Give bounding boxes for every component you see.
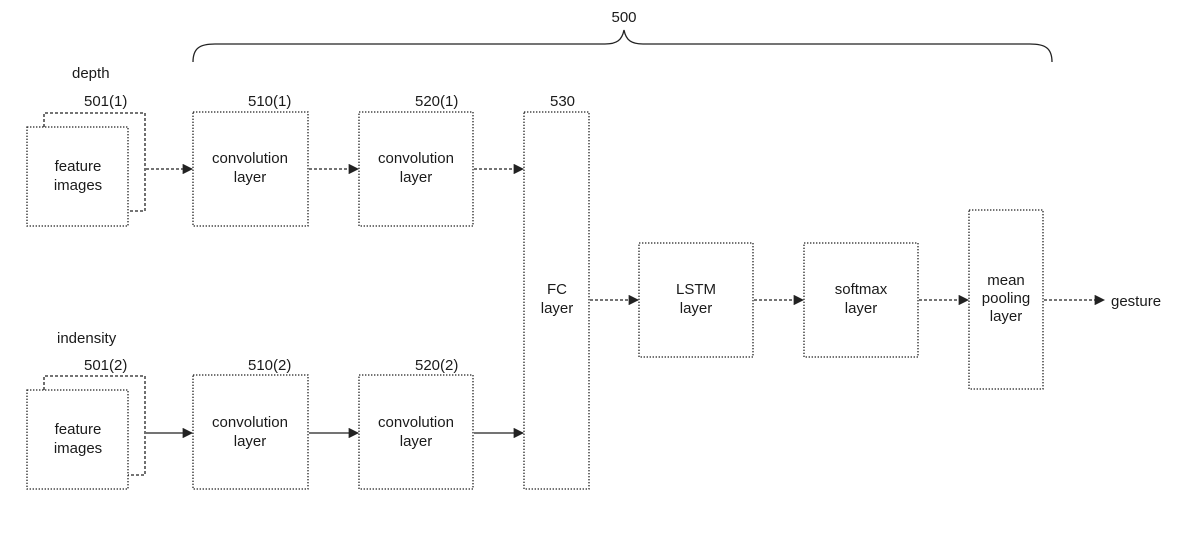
mean-pooling-layer-box: [968, 209, 1044, 390]
lstm-layer-box: [638, 242, 754, 358]
feature-images-depth-box: [26, 126, 129, 227]
conv-520-1-label-1: convolution: [378, 150, 454, 167]
softmax-label-1: softmax: [835, 281, 888, 298]
mean-pooling-label-1: mean: [987, 272, 1025, 289]
input-depth-name: depth: [72, 65, 110, 82]
conv-510-1-label-2: layer: [234, 169, 267, 186]
conv-510-1-box: [192, 111, 309, 227]
conv-520-2-label-1: convolution: [378, 414, 454, 431]
network-brace: [192, 29, 1053, 63]
lstm-label-2: layer: [680, 300, 713, 317]
conv-520-2-label-2: layer: [400, 433, 433, 450]
fc-ref: 530: [550, 93, 575, 110]
feature-images-depth-label-1: feature: [55, 158, 102, 175]
feature-images-depth-label-2: images: [54, 177, 102, 194]
conv-510-1-label-1: convolution: [212, 150, 288, 167]
fc-label-2: layer: [541, 300, 574, 317]
conv-520-1-label-2: layer: [400, 169, 433, 186]
input-indensity-name: indensity: [57, 330, 117, 347]
conv-510-2-label-1: convolution: [212, 414, 288, 431]
conv-520-1-box: [358, 111, 474, 227]
feature-images-indensity-stack: [43, 375, 146, 476]
feature-images-indensity-box: [26, 389, 129, 490]
conv-520-2-box: [358, 374, 474, 490]
softmax-label-2: layer: [845, 300, 878, 317]
fc-label-1: FC: [547, 281, 567, 298]
conv-520-1-ref: 520(1): [415, 93, 458, 110]
conv-510-1-ref: 510(1): [248, 93, 291, 110]
conv-510-2-label-2: layer: [234, 433, 267, 450]
fc-layer-box: [523, 111, 590, 490]
feature-images-depth-stack: [43, 112, 146, 212]
output-gesture-label: gesture: [1111, 293, 1161, 310]
conv-510-2-box: [192, 374, 309, 490]
feature-images-indensity-label-2: images: [54, 440, 102, 457]
feature-images-indensity-label-1: feature: [55, 421, 102, 438]
input-indensity-ref: 501(2): [84, 357, 127, 374]
input-depth-ref: 501(1): [84, 93, 127, 110]
lstm-label-1: LSTM: [676, 281, 716, 298]
conv-510-2-ref: 510(2): [248, 357, 291, 374]
conv-520-2-ref: 520(2): [415, 357, 458, 374]
mean-pooling-label-3: layer: [990, 308, 1023, 325]
network-ref-label: 500: [611, 9, 636, 26]
mean-pooling-label-2: pooling: [982, 290, 1030, 307]
